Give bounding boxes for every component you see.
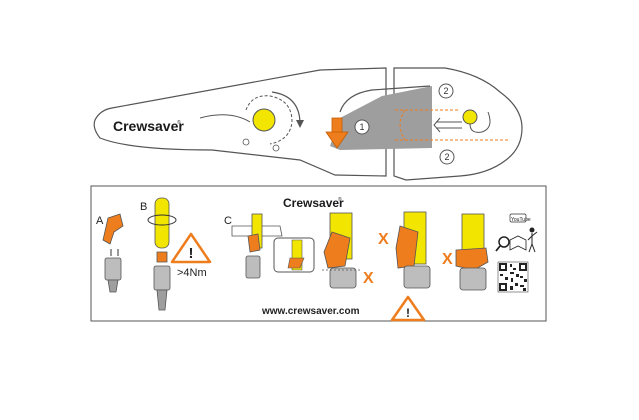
panel-label-b: B — [140, 201, 147, 213]
step-circle-2b — [439, 149, 455, 165]
rearming-tool: 1 2 2 Crewsaver ® — [93, 67, 523, 181]
qr-code-icon — [497, 261, 529, 293]
swoosh-line — [199, 114, 251, 123]
head-part-b — [156, 251, 168, 263]
panel-b: B ! >4Nm — [140, 197, 212, 311]
pin-circle-1 — [242, 138, 250, 146]
panel-a: A — [96, 213, 124, 293]
youtube-icon — [509, 213, 527, 223]
step-number-1: 1 — [359, 122, 364, 132]
sequence-step-3: X — [442, 213, 489, 291]
rotation-arrowhead — [296, 120, 304, 128]
right-loop — [469, 111, 491, 133]
person-head-icon — [529, 227, 535, 233]
card-brand-trademark: ® — [338, 196, 342, 203]
sequence-step-2: X ! — [378, 211, 431, 322]
magnifier-handle — [495, 245, 501, 252]
book-icon — [509, 235, 527, 251]
step-number-2a: 2 — [443, 86, 448, 96]
head-part-a — [102, 213, 124, 245]
head-part-c — [247, 233, 261, 253]
valve-s3 — [459, 267, 487, 291]
warning-triangle-icon-2 — [390, 295, 426, 322]
info-icons: YouTube — [495, 213, 538, 293]
wrong-mark-2: X — [378, 231, 389, 248]
warning-triangle-icon — [170, 232, 212, 264]
head-s3 — [455, 247, 489, 271]
exclamation-icon-2: ! — [406, 306, 410, 320]
website-url: www.crewsaver.com — [261, 306, 360, 317]
panel-c: C — [224, 213, 315, 279]
orange-dashed-outline — [395, 109, 510, 141]
person-icon — [527, 231, 538, 253]
sequence-step-1: X — [322, 212, 374, 289]
youtube-label: YouTube — [511, 217, 531, 223]
valve-base-b — [156, 289, 168, 311]
step-number-2b: 2 — [444, 152, 449, 162]
valve-s1 — [329, 267, 357, 289]
wrong-mark-3: X — [442, 251, 453, 268]
tool-outline — [93, 67, 387, 177]
valve-body-c — [245, 255, 261, 279]
tool-brand-trademark: ® — [177, 119, 181, 126]
push-arrow-right-head — [433, 117, 462, 133]
torque-label: >4Nm — [177, 267, 207, 279]
instruction-card: Crewsaver ® A B ! >4Nm C — [90, 185, 547, 322]
head-s2 — [395, 225, 419, 269]
arrows-a — [110, 249, 119, 256]
rotation-ring-b — [147, 214, 177, 226]
valve-body-a — [104, 257, 122, 281]
pin-circle-2 — [272, 144, 280, 152]
exclamation-icon: ! — [189, 245, 194, 262]
step-circle-2a — [438, 83, 454, 99]
grey-wedge — [330, 86, 432, 150]
valve-s2 — [403, 265, 431, 289]
valve-body-b — [153, 265, 171, 291]
detail-head — [287, 257, 305, 269]
rotation-arrow — [271, 91, 301, 125]
gas-cylinder-b — [154, 197, 170, 249]
tool-slot — [339, 85, 431, 113]
yellow-bobbin-left — [252, 108, 276, 132]
panel-label-a: A — [96, 215, 104, 227]
yellow-bobbin-right — [462, 109, 478, 125]
tool-brand-logo: Crewsaver — [113, 118, 184, 134]
orange-down-arrow — [325, 117, 349, 149]
valve-base-a — [107, 279, 119, 293]
step-circle-1 — [354, 119, 370, 135]
magnifier-icon — [498, 236, 510, 248]
panel-label-c: C — [224, 215, 232, 227]
wrong-mark-1: X — [363, 270, 374, 287]
card-brand-logo: Crewsaver — [283, 196, 344, 210]
head-s1 — [323, 231, 351, 269]
